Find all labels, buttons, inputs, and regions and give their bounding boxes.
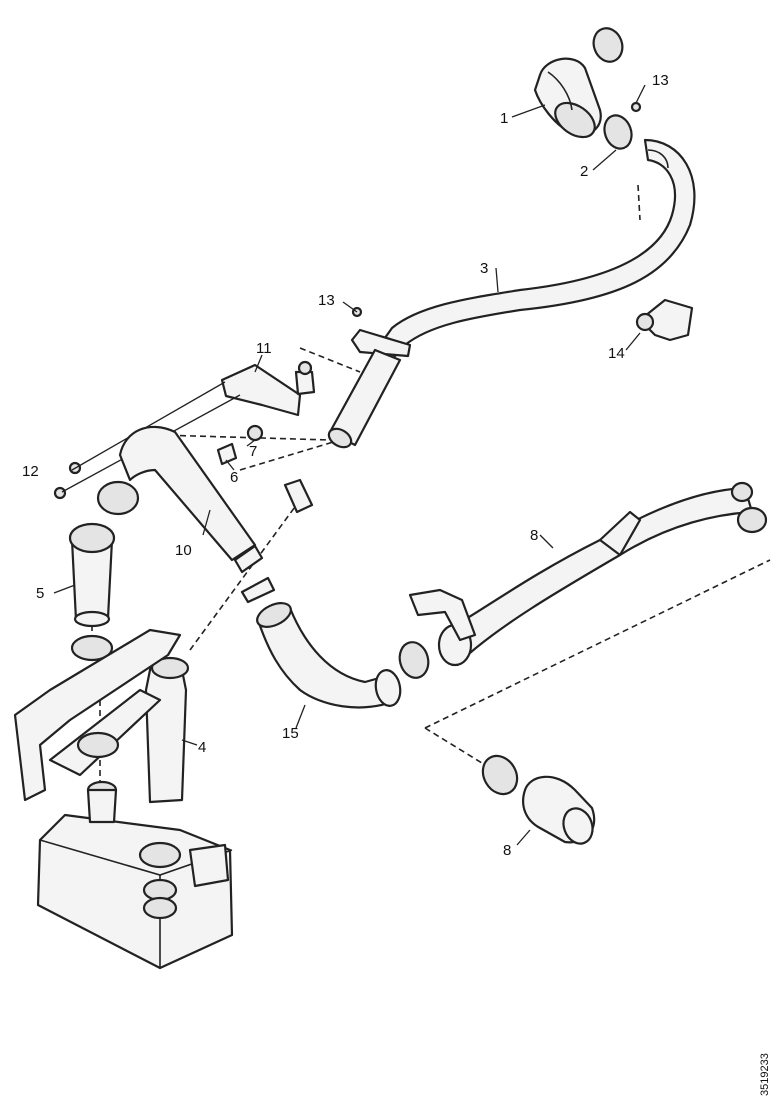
callout-13-mid: 13 [318,292,335,309]
part-1-elbow-hose [533,57,602,139]
callout-2: 2 [580,163,588,180]
bracket-13 [350,328,412,358]
callout-15: 15 [282,725,299,742]
document-id: 3519233 [759,1053,771,1096]
callout-12: 12 [22,463,39,480]
leader-lines [53,84,646,846]
callout-8-right: 8 [530,527,538,544]
part-8-long-hose [408,481,768,667]
callout-1: 1 [500,110,508,127]
part-5-straight-hose [68,522,116,628]
callout-6: 6 [230,469,238,486]
clamp-15-right [398,641,430,679]
clip-near-10 [283,478,314,514]
connector-hose-end [327,427,353,449]
clamp-under-5 [70,634,114,662]
part-2-clamp [603,114,633,150]
part-6-bolt [216,442,238,466]
part-15-curved-hose [256,602,402,709]
callout-10: 10 [175,542,192,559]
part-12-washer-b [53,486,67,500]
clip-near-15 [240,576,276,604]
part-7-nut [246,424,264,442]
callout-13-top: 13 [652,72,669,89]
clamp-over-cooler [76,731,120,759]
callout-5: 5 [36,585,44,602]
callout-11: 11 [256,340,272,357]
part-13-bolt-top [630,101,642,113]
part-4-hose [144,656,190,804]
callout-8-lower: 8 [503,842,511,859]
callout-4: 4 [198,739,206,756]
clamp-ring-top [592,27,624,63]
part-14-bracket [635,298,694,342]
part-10-angled-hose [96,425,264,574]
part-8-elbow [481,754,596,845]
callout-3: 3 [480,260,488,277]
callout-14: 14 [608,345,625,362]
callout-7: 7 [249,443,257,460]
part-11-bracket [220,360,316,417]
cooler-block [13,628,234,970]
part-12-rod [71,381,226,471]
